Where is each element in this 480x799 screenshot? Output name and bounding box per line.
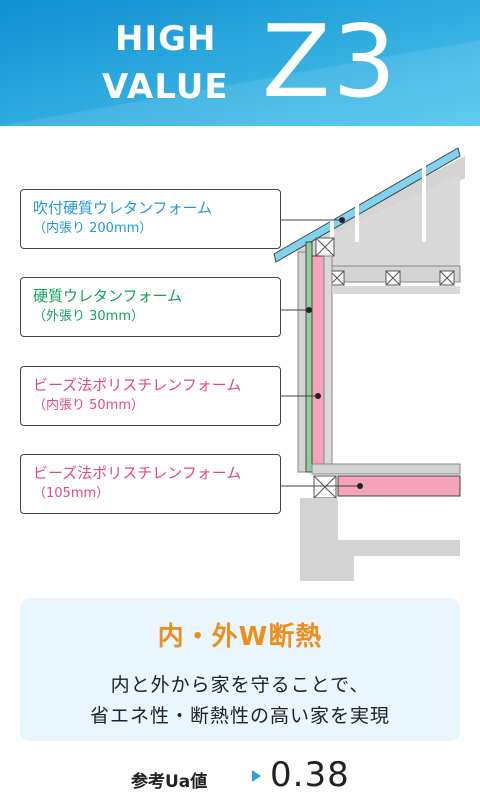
label-name: ビーズ法ポリスチレンフォーム [33, 376, 242, 394]
foundation [300, 498, 460, 581]
label-name: 硬質ウレタンフォーム [33, 287, 183, 305]
leader-dot [315, 393, 321, 399]
header-banner: HIGH VALUE Z3 [0, 0, 480, 126]
label-spec: （内張り 50mm） [33, 398, 145, 413]
header-line-high: HIGH [115, 19, 217, 59]
leader-dot [357, 483, 363, 489]
feature-box: 内・外W断熱 内と外から家を守ることで、 省エネ性・断熱性の高い家を実現 [20, 598, 460, 741]
ua-label: 参考Ua値 [131, 772, 208, 792]
header-background [0, 0, 480, 126]
label-rigid-urethane-foam: 硬質ウレタンフォーム （外張り 30mm） [20, 277, 281, 337]
label-eps-inner: ビーズ法ポリスチレンフォーム （内張り 50mm） [20, 366, 281, 426]
feature-description-line2: 省エネ性・断熱性の高い家を実現 [89, 705, 390, 727]
attic-gap [355, 184, 359, 242]
ua-value: 0.38 [270, 755, 350, 795]
attic-gap [422, 158, 426, 242]
triangle-right-icon [252, 770, 261, 782]
header-model-name: Z3 [262, 3, 399, 120]
feature-description-line1: 内と外から家を守ることで、 [110, 674, 370, 696]
label-name: ビーズ法ポリスチレンフォーム [33, 464, 242, 482]
ceiling-board [332, 286, 460, 294]
outer-wall-cladding [297, 251, 307, 473]
label-spec: （内張り 200mm） [33, 221, 153, 236]
leader-dot [339, 217, 345, 223]
roof-insulation [273, 147, 461, 263]
interior-wall-board [323, 255, 333, 475]
outer-insulation [305, 241, 313, 473]
house-cross-section [273, 147, 465, 581]
header-line-value: VALUE [102, 67, 229, 107]
label-eps-floor: ビーズ法ポリスチレンフォーム （105mm） [20, 454, 281, 514]
ua-value-row: 参考Ua値 0.38 [0, 755, 480, 795]
leader-dot [306, 307, 312, 313]
insulation-diagram: 吹付硬質ウレタンフォーム （内張り 200mm） 硬質ウレタンフォーム （外張り… [0, 126, 480, 596]
inner-wall-insulation [311, 255, 325, 475]
label-spec: （外張り 30mm） [33, 309, 145, 324]
label-spec: （105mm） [33, 486, 110, 501]
feature-title: 内・外W断熱 [157, 622, 323, 652]
label-sprayed-urethane-foam: 吹付硬質ウレタンフォーム （内張り 200mm） [20, 189, 281, 249]
label-name: 吹付硬質ウレタンフォーム [33, 199, 213, 217]
floor-board [311, 463, 461, 475]
